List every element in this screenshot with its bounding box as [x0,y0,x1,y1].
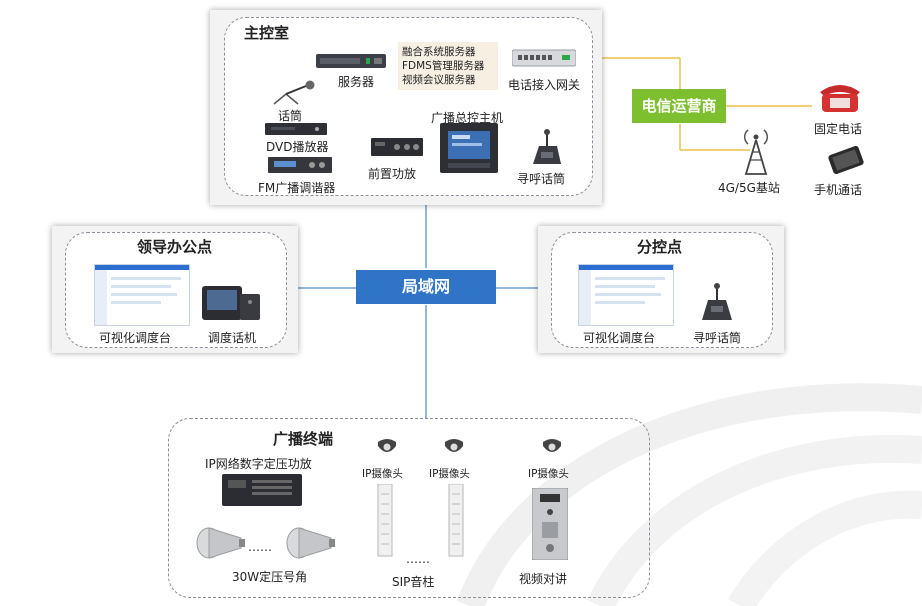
preamp-icon [371,138,423,156]
terminals-title: 广播终端 [273,430,334,448]
column-speaker-icon-2 [448,484,464,557]
server-note-3: 视频会议服务器 [402,74,476,86]
sub-console-screen [578,264,674,326]
microphone-icon [273,80,315,105]
camera-icon-1 [378,439,396,452]
fixed-phone-icon [820,85,860,112]
leader-console-screen [94,264,190,326]
server-notes-box: 融合系统服务器 FDMS管理服务器 视频会议服务器 [398,42,498,90]
amp-label: IP网络数字定压功放 [205,457,312,471]
gateway-label: 电话接入网关 [508,78,581,92]
host-label: 广播总控主机 [431,111,504,125]
mobile-call-label: 手机通话 [814,183,863,197]
fm-label: FM广播调谐器 [258,181,336,195]
paging-label: 寻呼话筒 [517,172,566,186]
sub-paging-label: 寻呼话筒 [693,331,742,345]
dispatch-phone-icon [202,286,260,320]
server-note-2: FDMS管理服务器 [402,60,485,72]
video-intercom-icon [532,488,568,560]
camera-icon-3 [543,439,561,452]
server-label: 服务器 [338,75,375,89]
leader-office-title: 领导办公点 [137,238,213,256]
sub-paging-mic-icon [702,283,732,320]
broadcast-host-icon [440,123,498,173]
intercom-label: 视频对讲 [519,572,568,586]
leader-console-label: 可视化调度台 [99,331,172,345]
column-label: SIP音柱 [392,575,435,589]
horn-label: 30W定压号角 [232,570,308,584]
sub-control-title: 分控点 [637,238,683,256]
carrier-box: 电信运营商 [632,89,726,123]
mobile-phone-icon [828,146,864,174]
paging-mic-icon [533,129,561,164]
camera-label-2: IP摄像头 [429,468,470,480]
server-icon [316,54,386,68]
dvd-player-icon [265,123,327,135]
base-station-icon [743,129,769,175]
gateway-icon [512,49,576,67]
base-station-label: 4G/5G基站 [718,181,780,195]
horn-speaker-icon-2 [286,527,335,559]
fixed-phone-label: 固定电话 [814,122,863,136]
dvd-label: DVD播放器 [266,140,329,154]
mic-label: 话筒 [278,109,303,123]
column-dots: …… [406,552,430,566]
camera-label-1: IP摄像头 [362,468,403,480]
master-room-title: 主控室 [244,24,290,42]
camera-label-3: IP摄像头 [528,468,569,480]
lan-box: 局域网 [356,270,496,304]
fm-tuner-icon [268,157,332,173]
horn-speaker-icon-1 [196,527,245,559]
preamp-label: 前置功放 [368,167,417,181]
camera-icon-2 [445,439,463,452]
sub-console-label: 可视化调度台 [583,331,656,345]
column-speaker-icon-1 [377,484,393,557]
dispatch-phone-label: 调度话机 [208,331,257,345]
terminals-panel [168,418,650,598]
amplifier-icon [222,474,302,506]
server-note-1: 融合系统服务器 [402,46,476,58]
horn-dots: …… [248,540,272,554]
